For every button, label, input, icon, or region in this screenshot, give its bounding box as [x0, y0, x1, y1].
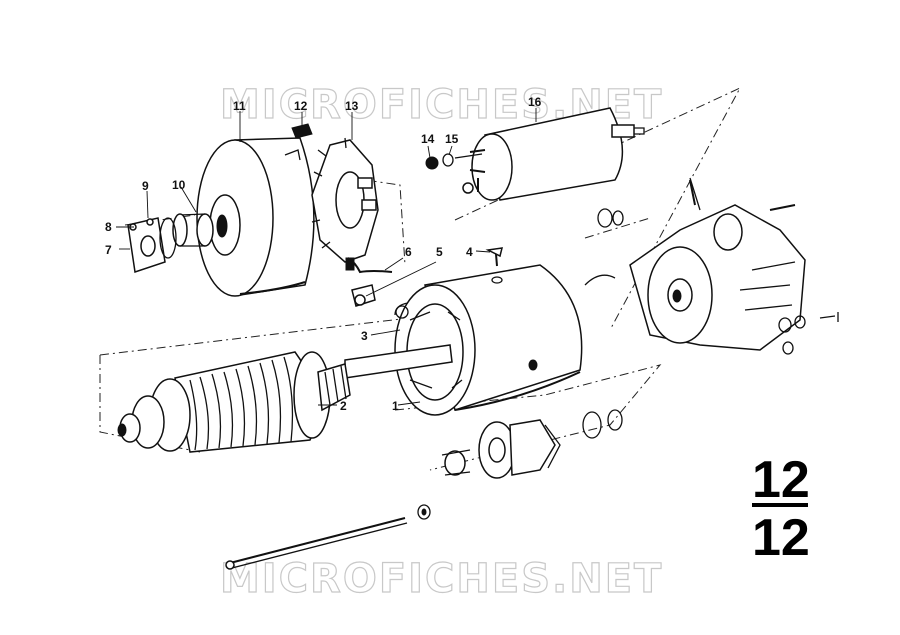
group-number-divider	[752, 503, 808, 507]
callout-6: 6	[405, 245, 412, 259]
callout-9: 9	[142, 179, 149, 193]
brush-part-12	[291, 123, 313, 139]
group-number-top: 12	[752, 451, 810, 509]
screw-part-4	[485, 247, 503, 267]
callout-13: 13	[345, 99, 359, 113]
retaining-ring-part-9	[159, 217, 177, 259]
callout-1: 1	[392, 399, 399, 413]
callout-labels: 1 2 3 4 5 6 7 8 9 10 11 12 13 14 15 16	[105, 95, 542, 413]
brush-plate-part-13	[311, 137, 379, 263]
callout-7: 7	[105, 243, 112, 257]
callout-14: 14	[421, 132, 435, 146]
brush-holder-part-3	[394, 302, 409, 319]
end-housing-part-11	[196, 137, 315, 297]
nut-part-14	[425, 156, 439, 170]
bolt-washer	[417, 504, 431, 520]
callout-10: 10	[172, 178, 186, 192]
callout-15: 15	[445, 132, 459, 146]
pinion-drive-assembly	[441, 409, 623, 479]
callout-8: 8	[105, 220, 112, 234]
callout-5: 5	[436, 245, 443, 259]
callout-3: 3	[361, 329, 368, 343]
group-number-bottom: 12	[752, 509, 810, 567]
field-frame-part-1	[394, 264, 583, 416]
callout-4: 4	[466, 245, 473, 259]
bushing-part-10	[172, 213, 214, 247]
armature-part-2	[117, 344, 453, 453]
callout-11: 11	[233, 99, 246, 113]
group-number: 12 12	[752, 451, 810, 567]
callout-12: 12	[294, 99, 308, 113]
brush-spring-part-6	[345, 257, 393, 274]
callout-16: 16	[528, 95, 542, 109]
brush-part-5	[351, 284, 376, 307]
through-bolt	[225, 517, 408, 570]
callout-2: 2	[340, 399, 347, 413]
watermark-bottom: MICROFICHES.NET	[220, 556, 663, 602]
callout-leaders	[116, 108, 537, 406]
drive-end-housing	[584, 177, 839, 355]
solenoid-part-16	[462, 107, 645, 201]
solenoid-stud	[454, 153, 483, 159]
washer-part-15	[442, 153, 454, 167]
